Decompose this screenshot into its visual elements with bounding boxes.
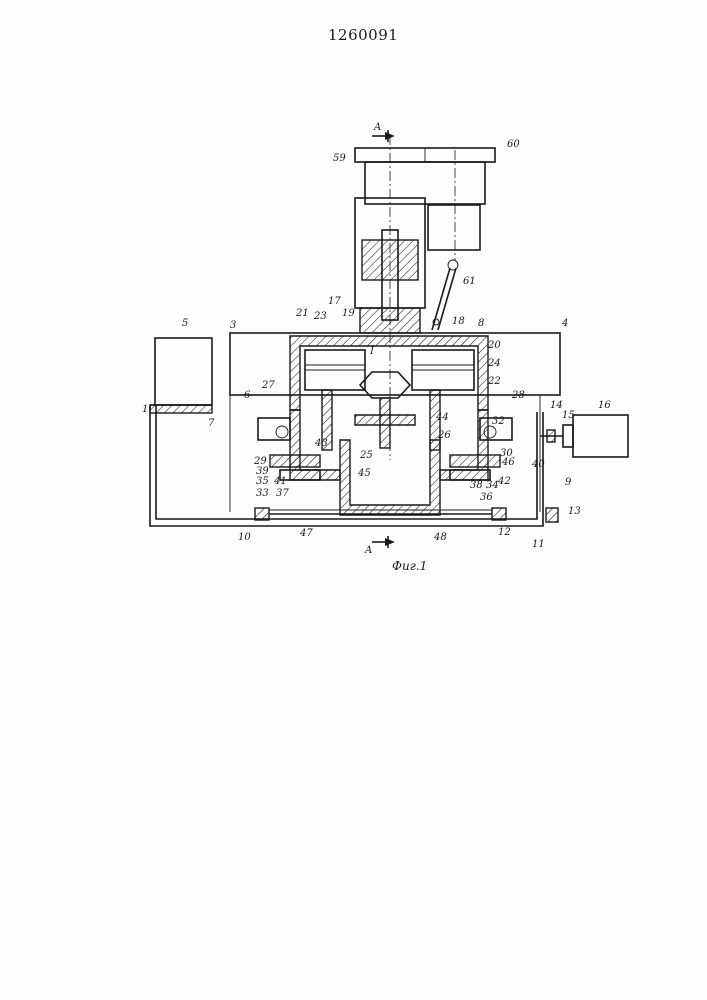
label-27: 27 <box>261 380 275 391</box>
label-26: 26 <box>437 430 451 441</box>
label-9: 9 <box>565 477 572 488</box>
label-5: 5 <box>182 318 188 329</box>
label-4: 4 <box>561 318 568 329</box>
label-14: 14 <box>550 400 563 411</box>
upper-drive <box>355 135 495 460</box>
label-3: 3 <box>230 320 236 331</box>
figure-caption: Фиг.1 <box>392 559 427 573</box>
label-8: 8 <box>478 318 484 329</box>
label-28: 28 <box>511 390 525 401</box>
label-18: 18 <box>452 316 465 327</box>
label-6: 6 <box>244 390 251 401</box>
motor-16 <box>540 415 628 457</box>
label-43: 43 <box>314 438 328 449</box>
section-mark-top: A <box>373 122 381 133</box>
label-59: 59 <box>333 153 346 164</box>
label-44: 44 <box>435 412 449 423</box>
label-20: 20 <box>487 340 501 351</box>
label-38: 38 <box>470 480 483 491</box>
label-13: 13 <box>568 506 581 517</box>
label-61: 61 <box>463 276 476 287</box>
left-block-5 <box>155 338 212 405</box>
label-11: 11 <box>532 539 545 550</box>
label-41: 41 <box>273 476 287 487</box>
label-60: 60 <box>507 139 520 150</box>
label-36: 36 <box>480 492 493 503</box>
label-34: 34 <box>486 480 499 491</box>
label-42: 42 <box>497 476 511 487</box>
label-15: 15 <box>562 410 575 421</box>
section-mark-bottom: A <box>364 545 372 556</box>
label-24: 24 <box>487 358 501 369</box>
label-35: 35 <box>256 476 269 487</box>
label-19: 19 <box>342 308 355 319</box>
label-47: 47 <box>299 528 313 539</box>
label-32: 32 <box>492 416 505 427</box>
label-7: 7 <box>208 418 215 429</box>
label-22: 22 <box>487 376 501 387</box>
label-39: 39 <box>256 466 269 477</box>
label-48: 48 <box>433 532 447 543</box>
label-37: 37 <box>276 488 289 499</box>
label-33: 33 <box>256 488 269 499</box>
label-I: I <box>369 346 375 357</box>
label-17: 17 <box>328 296 341 307</box>
label-1: 1 <box>142 404 148 415</box>
label-21: 21 <box>295 308 309 319</box>
label-10: 10 <box>238 532 251 543</box>
left-die-block <box>305 350 365 450</box>
label-23: 23 <box>313 311 327 322</box>
label-40: 40 <box>531 459 545 470</box>
label-12: 12 <box>498 527 511 538</box>
label-16: 16 <box>598 400 611 411</box>
label-45: 45 <box>357 468 371 479</box>
center-punch <box>355 372 415 448</box>
label-46: 46 <box>501 457 515 468</box>
label-25: 25 <box>359 450 373 461</box>
